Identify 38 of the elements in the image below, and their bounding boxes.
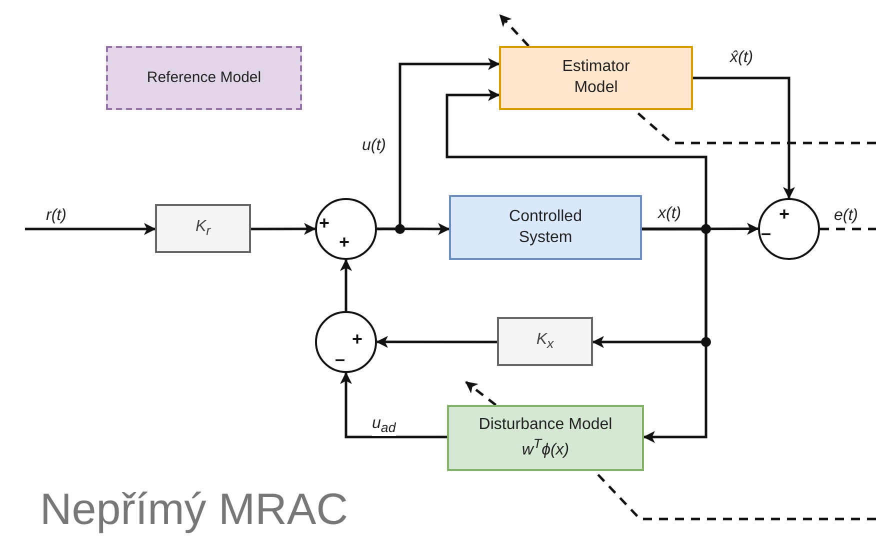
- sign-symbol: +: [339, 233, 350, 251]
- arrow: [642, 222, 759, 235]
- diagram-caption: Nepřímý MRAC: [40, 488, 348, 532]
- arrow: [251, 222, 316, 235]
- signal-label: x̂(t): [730, 48, 754, 68]
- block-label: Reference Model: [146, 68, 262, 88]
- arrow: [340, 259, 352, 311]
- dashed-line: [820, 228, 876, 230]
- sign-symbol: –: [335, 350, 346, 368]
- block-label: K$_{x}$: [536, 330, 554, 353]
- arrow: [340, 372, 447, 438]
- arrow: [377, 58, 500, 230]
- sign-symbol: +: [779, 205, 790, 223]
- signal-label: u(t): [362, 136, 386, 156]
- disturbance-model-box: [447, 405, 644, 471]
- arrow: [25, 223, 156, 235]
- arrow: [376, 336, 497, 348]
- dashed-arrow: [499, 14, 530, 47]
- reference-model-box: [106, 46, 302, 110]
- arrow: [693, 76, 795, 199]
- signal-label: x(t): [658, 204, 682, 224]
- arrow: [377, 222, 450, 235]
- sign-symbol: +: [352, 330, 363, 348]
- estimator-box: [499, 46, 693, 110]
- signal-label: e(t): [834, 206, 858, 226]
- plant-box: [449, 195, 642, 260]
- block-label: w$^{T}$ϕ(x): [522, 435, 570, 461]
- arrow: [642, 228, 708, 443]
- dashed-arrow: [465, 381, 497, 406]
- sign-symbol: +: [319, 214, 330, 232]
- gain-block: [155, 204, 251, 253]
- block-label: K$_{r}$: [195, 217, 211, 240]
- block-label: Disturbance Model: [478, 414, 612, 435]
- signal-label: r(t): [46, 206, 66, 226]
- gain-block: [497, 317, 593, 366]
- sign-symbol: –: [761, 224, 772, 242]
- block-label: Estimator Model: [561, 57, 631, 98]
- block-label: Controlled System: [509, 206, 582, 248]
